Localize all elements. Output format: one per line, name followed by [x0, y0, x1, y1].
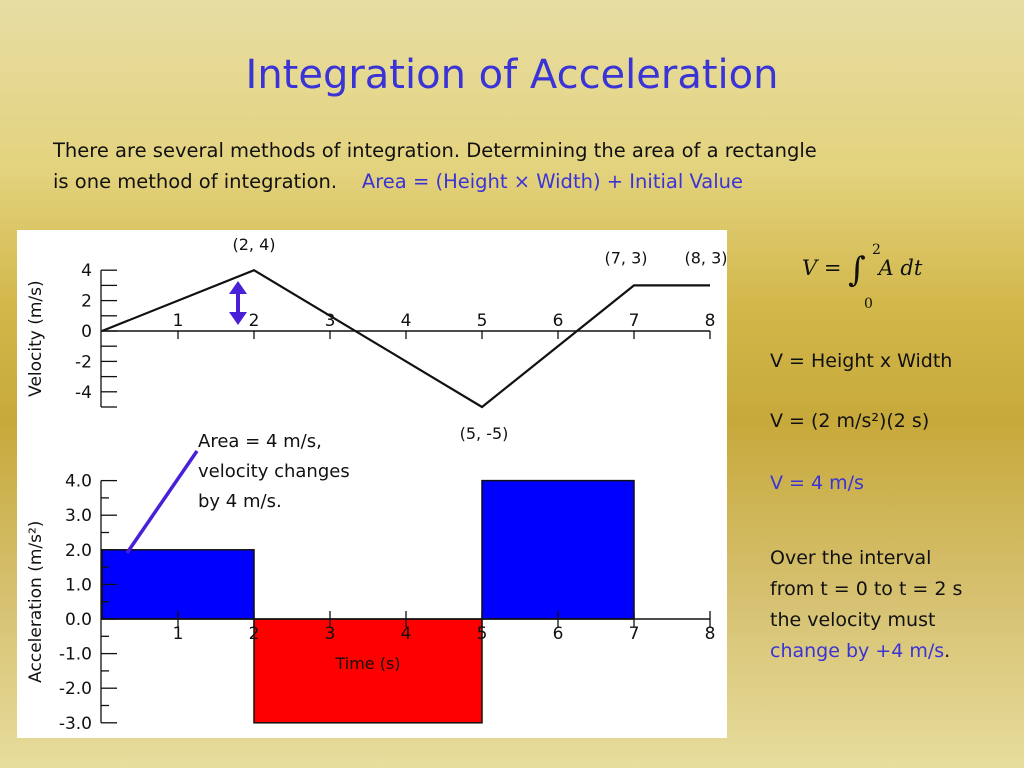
acceleration-x-tick-label: 8 [705, 624, 716, 644]
acceleration-y-tick-label: -1.0 [59, 645, 92, 665]
velocity-y-tick-label: 2 [81, 292, 92, 312]
acceleration-x-tick-label: 6 [553, 624, 564, 644]
intro-line-2-text: is one method of integration. [53, 170, 338, 193]
acceleration-bar-positive [481, 479, 635, 620]
acceleration-y-tick-label: 3.0 [65, 506, 92, 526]
acceleration-y-tick-label: 4.0 [65, 472, 92, 492]
acceleration-x-axis-label: Time (s) [334, 654, 400, 673]
acceleration-y-tick-label: 2.0 [65, 541, 92, 561]
acceleration-x-tick-label: 7 [629, 624, 640, 644]
velocity-x-tick-label: 5 [477, 311, 488, 331]
acceleration-x-tick-label: 3 [325, 624, 336, 644]
side-para-line-4: change by +4 m/s. [770, 636, 962, 667]
integral-sign: ∫ [848, 250, 866, 290]
velocity-x-tick-label: 7 [629, 311, 640, 331]
intro-formula: Area = (Height × Width) + Initial Value [361, 170, 743, 193]
acceleration-y-tick-label: -2.0 [59, 679, 92, 699]
side-para-line-2: from t = 0 to t = 2 s [770, 578, 963, 600]
slide-title: Integration of Acceleration [245, 52, 779, 98]
charts-svg: 4 2 0 -2 -4 1 2 3 4 5 6 7 8 (2, 4) (5, -5) (7, 3) (8, 3)… [26, 235, 727, 734]
side-line-3: V = 4 m/s [770, 472, 864, 494]
velocity-y-tick-label: -2 [75, 352, 92, 372]
acceleration-x-tick-label: 4 [401, 624, 412, 644]
side-para-end: . [944, 640, 951, 662]
intro-text: There are several methods of integration… [53, 135, 913, 197]
velocity-series-line [101, 268, 710, 409]
velocity-point-label: (8, 3) [684, 248, 727, 267]
annotation-text-line: Area = 4 m/s, [198, 431, 322, 452]
side-line-1: V = Height x Width [770, 350, 953, 372]
acceleration-y-tick-label: 1.0 [65, 575, 92, 595]
annotation-text-line: by 4 m/s. [198, 491, 282, 512]
velocity-x-tick-label: 4 [401, 311, 412, 331]
side-paragraph: Over the interval from t = 0 to t = 2 s … [770, 543, 962, 667]
change-arrow-up-head [229, 281, 247, 294]
side-para-line-1: Over the interval [770, 547, 932, 569]
acceleration-y-tick-label: -3.0 [59, 714, 92, 734]
velocity-point-label: (5, -5) [460, 424, 509, 443]
velocity-x-tick-label: 2 [249, 311, 260, 331]
velocity-y-tick-label: -4 [75, 383, 92, 403]
velocity-y-axis-label: Velocity (m/s) [26, 280, 46, 397]
annotation-pointer-line [125, 450, 199, 554]
velocity-point-label: (2, 4) [232, 235, 275, 254]
side-para-highlight: change by +4 m/s [770, 640, 945, 662]
integral-lower-limit: 0 [864, 296, 873, 312]
acceleration-bar-positive [101, 549, 255, 620]
velocity-x-tick-label: 8 [705, 311, 716, 331]
side-line-2: V = (2 m/s²)(2 s) [770, 410, 930, 432]
side-para-line-3: the velocity must [770, 609, 936, 631]
formula-lhs: V = [802, 256, 842, 280]
velocity-x-tick-label: 6 [553, 311, 564, 331]
acceleration-x-tick-label: 5 [477, 624, 488, 644]
velocity-x-tick-label: 1 [173, 311, 184, 331]
acceleration-x-tick-label: 1 [173, 624, 184, 644]
intro-line-1: There are several methods of integration… [53, 139, 817, 162]
annotation-text-line: velocity changes [198, 461, 350, 482]
velocity-y-tick-label: 0 [81, 322, 92, 342]
formula-integrand: A dt [878, 256, 923, 280]
acceleration-x-tick-label: 2 [249, 624, 260, 644]
velocity-point-label: (7, 3) [604, 248, 647, 267]
acceleration-y-axis-label: Acceleration (m/s²) [26, 521, 46, 683]
acceleration-y-tick-label: 0.0 [65, 610, 92, 630]
change-arrow-down-head [229, 312, 247, 325]
velocity-y-tick-label: 4 [81, 261, 92, 281]
integral-upper-limit: 2 [872, 242, 881, 258]
velocity-x-tick-label: 3 [325, 311, 336, 331]
integral-formula: V = ∫ 2 0 A dt [802, 242, 923, 312]
chart-panel: 4 2 0 -2 -4 1 2 3 4 5 6 7 8 (2, 4) (5, -5) (7, 3) (8, 3)… [17, 230, 727, 738]
intro-line-2: is one method of integration. Area = (He… [53, 166, 913, 197]
